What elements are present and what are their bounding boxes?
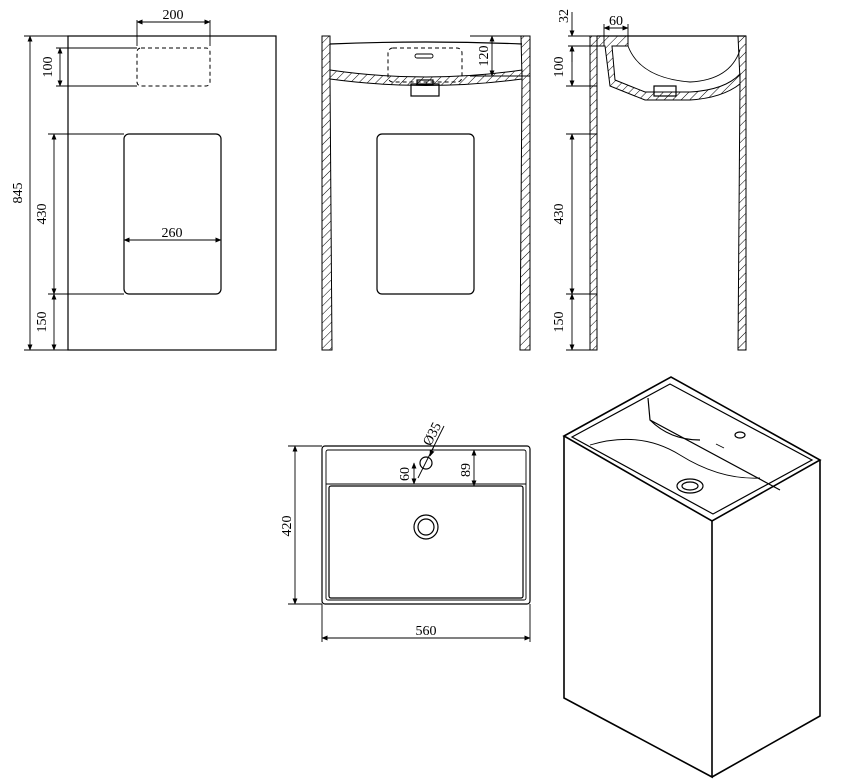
side-top-dim: 100 (552, 57, 567, 78)
front-opening (123, 133, 222, 295)
front-basin-hidden (136, 47, 211, 87)
side-back-wall (589, 35, 598, 351)
section-view: 120 (321, 35, 531, 351)
side-bowl-section (596, 35, 741, 101)
top-outline (321, 445, 531, 605)
iso-drain (676, 478, 704, 494)
top-hole-offset-dim: 60 (398, 467, 413, 481)
side-tap-ledge-dim: 60 (609, 14, 623, 29)
iso-tap-hole (734, 431, 746, 439)
top-ledge-dim: 89 (459, 463, 474, 477)
iso-left-face (563, 436, 713, 779)
front-base-dim: 150 (35, 312, 50, 333)
front-opening-width-dim: 260 (162, 226, 183, 241)
top-width-dim: 560 (416, 624, 437, 639)
top-drain (413, 514, 439, 540)
top-depth-dim: 420 (280, 516, 295, 537)
side-opening-height-dim: 430 (552, 204, 567, 225)
front-width-dim: 200 (163, 8, 184, 23)
front-opening-height-dim: 430 (35, 204, 50, 225)
top-hole-dim: Ø35 (421, 420, 445, 448)
isometric-view (562, 376, 822, 779)
section-bowl-depth-dim: 120 (477, 46, 492, 67)
front-view: 200 100 845 430 150 260 (11, 8, 277, 351)
top-basin (328, 485, 524, 599)
side-view: 32 60 100 430 150 (552, 9, 747, 351)
front-height-dim: 845 (11, 183, 26, 204)
section-right-wall (519, 35, 531, 351)
section-left-wall (321, 35, 333, 351)
top-tap-hole (419, 456, 433, 470)
side-base-dim: 150 (552, 312, 567, 333)
section-drain (410, 83, 440, 97)
iso-top-face (562, 376, 822, 522)
section-opening (376, 133, 475, 295)
side-rim-dim: 32 (557, 9, 572, 23)
section-bowl-bottom (329, 69, 523, 86)
top-view: Ø35 60 89 420 560 (280, 420, 531, 642)
front-body-outline (67, 35, 277, 351)
front-top-dim: 100 (41, 57, 56, 78)
side-drain (653, 85, 677, 97)
iso-right-face (711, 460, 821, 778)
